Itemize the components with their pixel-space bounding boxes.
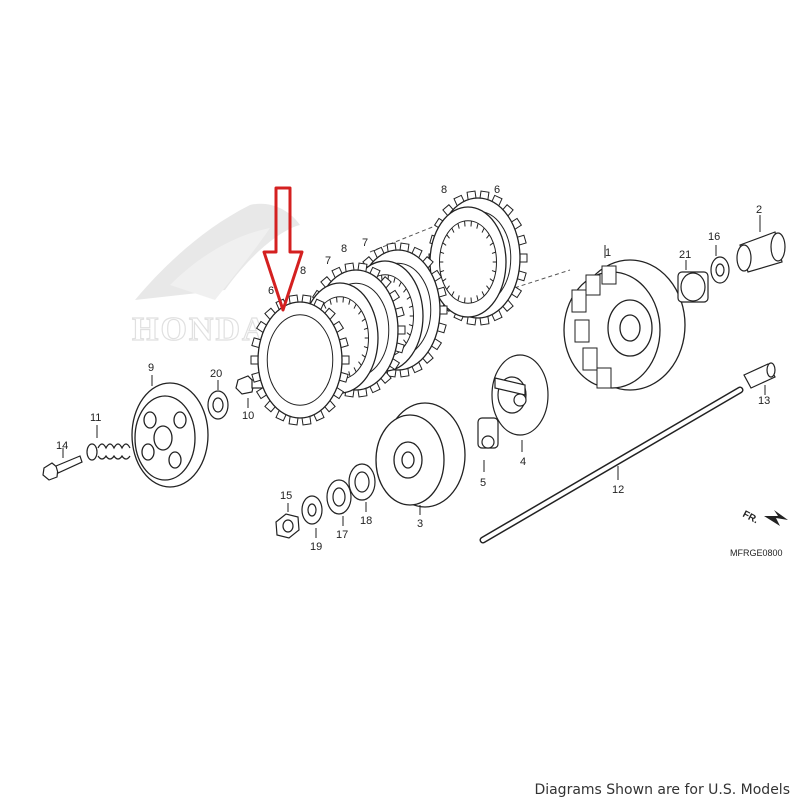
part-label-2: 2 [756,204,762,216]
part-label-5: 5 [480,477,486,489]
part-label-19: 19 [310,541,322,553]
release-bearing [207,380,229,420]
part-label-17: 17 [336,529,348,541]
pressure-plate [131,375,209,488]
rod-collar [743,362,776,395]
outer-guide-collar [736,215,786,273]
part-label-12: 12 [612,484,624,496]
footer-note: Diagrams Shown are for U.S. Models [534,782,790,798]
clutch-lifter-piece [491,354,549,452]
part-label-3: 3 [417,518,423,530]
front-direction-label: FR. [741,509,761,526]
part-label-14: 14 [56,440,68,452]
part-label-10: 10 [242,410,254,422]
part-label-21: 21 [679,249,691,261]
part-label-16: 16 [708,231,720,243]
thrust-washer [710,245,730,284]
pushrod-shaft [479,386,744,544]
lock-washer [326,479,352,526]
nut-washer [301,495,323,538]
clutch-plate-rear [429,206,507,318]
part-label-13: 13 [758,395,770,407]
part-label-7b: 7 [362,237,368,249]
lock-nut [275,503,300,539]
needle-bearing [677,260,709,303]
part-label-15: 15 [280,490,292,502]
part-label-6b: 6 [494,184,500,196]
part-number-labels: 1 2 3 4 5 6 6 7 7 8 8 8 9 10 11 12 13 14… [56,184,770,553]
honda-wing-watermark: HONDA [131,203,300,349]
part-label-11: 11 [90,412,101,424]
diagram-code: MFRGE0800 [730,548,783,558]
honda-watermark-text: HONDA [132,311,269,348]
part-label-7a: 7 [325,255,331,267]
flange-bolt [235,375,267,408]
part-label-6a: 6 [268,285,274,297]
part-label-1: 1 [605,247,611,259]
part-label-8a: 8 [300,265,306,277]
clutch-disc-stack [250,190,528,426]
part-label-8c: 8 [441,184,447,196]
part-label-20: 20 [210,368,222,380]
front-direction-arrow: FR. [741,509,788,526]
part-label-4: 4 [520,456,526,468]
part-label-18: 18 [360,515,372,527]
spring-bolt [42,448,83,481]
lifter-bearing [477,417,499,472]
clutch-spring [86,425,131,461]
center-washer [348,463,376,512]
clutch-outer [563,245,686,391]
friction-disc-highlighted [250,294,350,426]
clutch-center [375,402,466,515]
highlight-arrow [262,186,304,312]
part-label-8b: 8 [341,243,347,255]
part-label-9: 9 [148,362,154,374]
assembly-guide-lines [319,211,571,321]
